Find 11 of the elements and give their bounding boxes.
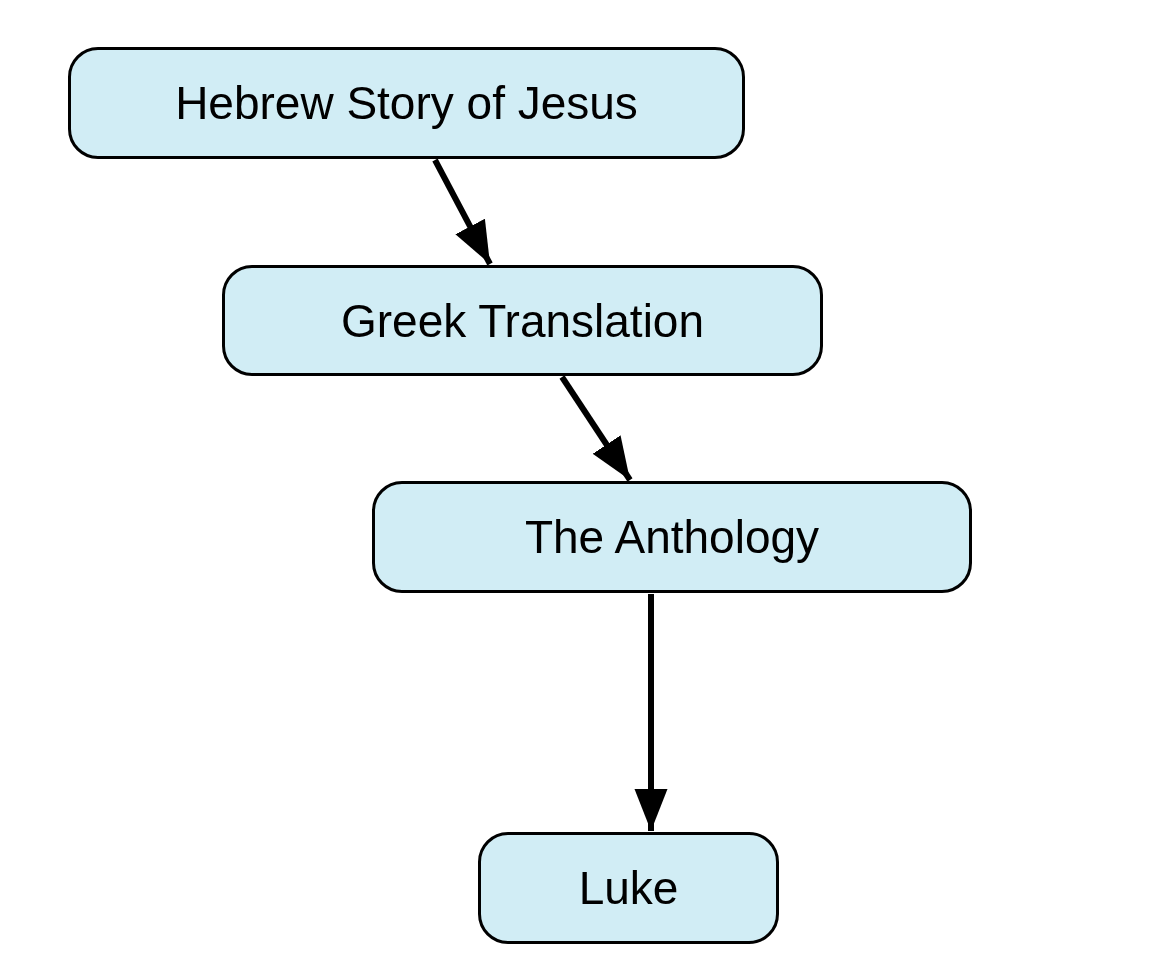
arrow	[634, 594, 668, 831]
arrow	[559, 375, 633, 482]
process-box	[68, 47, 745, 159]
node-label: Greek Translation	[340, 293, 705, 348]
node-label: The Anthology	[524, 510, 820, 564]
arrow	[432, 158, 493, 266]
process-box	[222, 265, 823, 376]
node-label: Hebrew Story of Jesus	[175, 76, 638, 130]
process-box	[478, 832, 779, 944]
process-box	[372, 481, 972, 593]
node-label: Luke	[578, 861, 679, 915]
